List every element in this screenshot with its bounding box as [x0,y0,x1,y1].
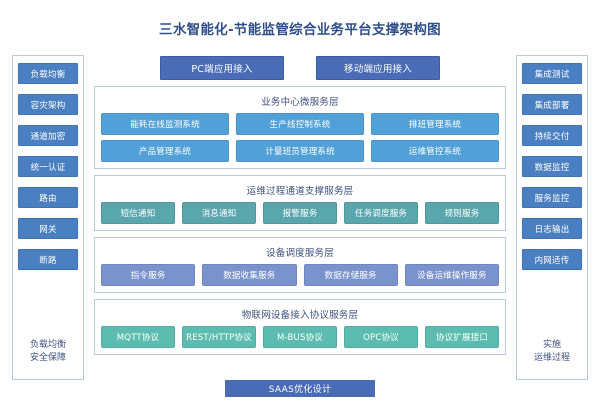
entry-button-pc[interactable]: PC端应用接入 [160,56,284,80]
layer-row: 指令服务 数据收集服务 数据存储服务 设备运维操作服务 [101,264,499,286]
node-rest-http-protocol[interactable]: REST/HTTP协议 [182,326,256,348]
layer-stack: 业务中心微服务层 能耗在线监测系统 生产线控制系统 排班管理系统 产品管理系统 … [94,86,506,361]
sidebar-item-circuit-breaker[interactable]: 断路 [18,249,78,270]
layer-device-dispatch: 设备调度服务层 指令服务 数据收集服务 数据存储服务 设备运维操作服务 [94,237,506,293]
sidebar-item-load-balance[interactable]: 负载均衡 [18,63,78,84]
node-production-line-control[interactable]: 生产线控制系统 [236,113,364,135]
page-title: 三水智能化-节能监管综合业务平台支撑架构图 [159,22,441,38]
node-message-notification[interactable]: 消息通知 [182,202,256,224]
node-ops-control[interactable]: 运维管控系统 [371,140,499,162]
node-data-collection-service[interactable]: 数据收集服务 [202,264,297,286]
layer-title-ops-channel-support: 运维过程通道支撑服务层 [246,186,354,197]
sidebar-item-integration-test[interactable]: 集成测试 [522,63,582,84]
layer-nodes-iot-protocol: MQTT协议 REST/HTTP协议 M-BUS协议 OPC协议 协议扩展接口 [101,326,499,348]
layer-row: 产品管理系统 计量班员管理系统 运维管控系统 [101,140,499,162]
node-opc-protocol[interactable]: OPC协议 [344,326,418,348]
node-mbus-protocol[interactable]: M-BUS协议 [263,326,337,348]
sidebar-item-unified-auth[interactable]: 统一认证 [18,156,78,177]
node-energy-online-monitoring[interactable]: 能耗在线监测系统 [101,113,229,135]
layer-row: 能耗在线监测系统 生产线控制系统 排班管理系统 [101,113,499,135]
sidebar-item-disaster-recovery[interactable]: 容灾架构 [18,94,78,115]
right-sidebar-caption-line2: 运维过程 [533,352,570,363]
entry-button-row: PC端应用接入 移动端应用接入 [96,56,504,80]
sidebar-item-gateway[interactable]: 网关 [18,218,78,239]
layer-row: 短信通知 消息通知 报警服务 任务调度服务 规则服务 [101,202,499,224]
node-metering-staff-management[interactable]: 计量班员管理系统 [236,140,364,162]
node-alarm-service[interactable]: 报警服务 [263,202,337,224]
sidebar-item-log-output[interactable]: 日志输出 [522,218,582,239]
sidebar-item-channel-encryption[interactable]: 通道加密 [18,125,78,146]
sidebar-item-routing[interactable]: 路由 [18,187,78,208]
node-data-storage-service[interactable]: 数据存储服务 [303,264,398,286]
right-sidebar-caption-line1: 实施 [542,339,561,350]
node-rule-service[interactable]: 规则服务 [425,202,499,224]
layer-row: MQTT协议 REST/HTTP协议 M-BUS协议 OPC协议 协议扩展接口 [101,326,499,348]
layer-iot-protocol: 物联网设备接入协议服务层 MQTT协议 REST/HTTP协议 M-BUS协议 … [94,299,506,355]
node-sms-notification[interactable]: 短信通知 [101,202,175,224]
left-sidebar-caption: 负载均衡 安全保障 [30,339,66,365]
left-sidebar: 负载均衡 容灾架构 通道加密 统一认证 路由 网关 断路 负载均衡 安全保障 [12,55,84,380]
node-task-scheduling-service[interactable]: 任务调度服务 [344,202,418,224]
entry-button-mobile[interactable]: 移动端应用接入 [316,56,440,80]
right-sidebar: 集成测试 集成部署 持续交付 数据监控 服务监控 日志输出 内网适传 实施 运维… [516,55,588,380]
layer-title-business-center: 业务中心微服务层 [261,97,339,108]
sidebar-item-integration-deploy[interactable]: 集成部署 [522,94,582,115]
node-product-management[interactable]: 产品管理系统 [101,140,229,162]
right-sidebar-caption: 实施 运维过程 [534,339,570,365]
node-command-service[interactable]: 指令服务 [101,264,196,286]
node-shift-management[interactable]: 排班管理系统 [371,113,499,135]
sidebar-item-data-monitoring[interactable]: 数据监控 [522,156,582,177]
layer-title-device-dispatch: 设备调度服务层 [266,248,334,259]
node-protocol-extension-interface[interactable]: 协议扩展接口 [425,326,499,348]
node-device-ops-service[interactable]: 设备运维操作服务 [404,264,499,286]
left-sidebar-caption-line1: 负载均衡 [29,339,66,350]
layer-nodes-ops-channel-support: 短信通知 消息通知 报警服务 任务调度服务 规则服务 [101,202,499,224]
left-sidebar-caption-line2: 安全保障 [29,352,66,363]
layer-ops-channel-support: 运维过程通道支撑服务层 短信通知 消息通知 报警服务 任务调度服务 规则服务 [94,175,506,231]
layer-title-iot-protocol: 物联网设备接入协议服务层 [241,310,359,321]
layer-nodes-device-dispatch: 指令服务 数据收集服务 数据存储服务 设备运维操作服务 [101,264,499,286]
sidebar-item-continuous-delivery[interactable]: 持续交付 [522,125,582,146]
node-mqtt-protocol[interactable]: MQTT协议 [101,326,175,348]
sidebar-item-service-monitoring[interactable]: 服务监控 [522,187,582,208]
bottom-banner: SAAS优化设计 [225,380,375,397]
sidebar-item-intranet-transfer[interactable]: 内网适传 [522,249,582,270]
layer-business-center: 业务中心微服务层 能耗在线监测系统 生产线控制系统 排班管理系统 产品管理系统 … [94,86,506,169]
layer-nodes-business-center: 能耗在线监测系统 生产线控制系统 排班管理系统 产品管理系统 计量班员管理系统 … [101,113,499,162]
